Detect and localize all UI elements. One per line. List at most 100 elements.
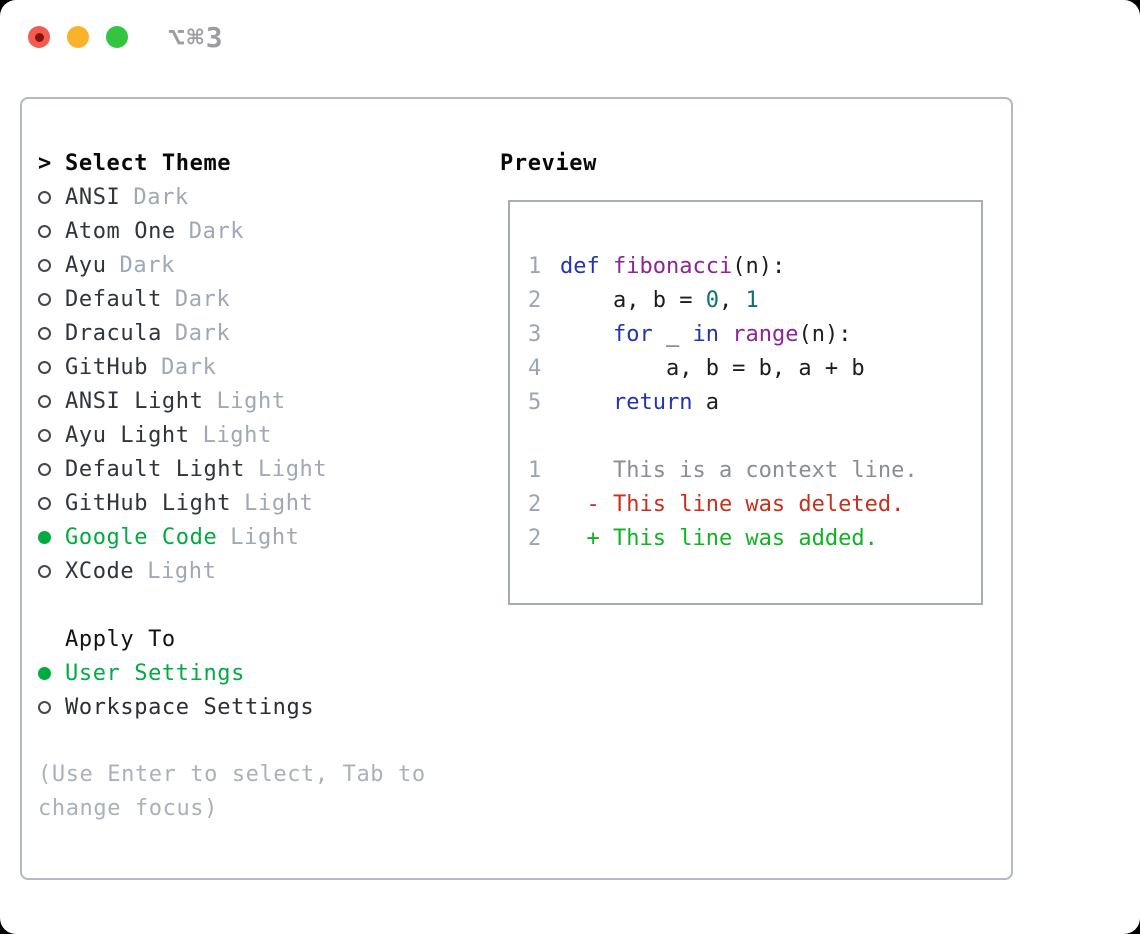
line-text: def fibonacci(n): (560, 254, 785, 279)
radio-circle (38, 292, 51, 306)
theme-variant: Light (258, 456, 328, 482)
theme-name: Google Code (65, 524, 218, 550)
line-number: 4 (528, 355, 542, 381)
theme-variant: Dark (133, 184, 189, 210)
apply-option-user-settings[interactable]: User Settings (38, 656, 488, 690)
line-number: 2 (528, 525, 542, 551)
focus-caret-icon: > (38, 150, 52, 176)
theme-option-dracula-dark[interactable]: Dracula Dark (38, 316, 488, 350)
code-line: 2 - This line was deleted. (528, 487, 981, 521)
radio-circle (38, 190, 51, 204)
theme-name: XCode (65, 558, 135, 584)
radio-circle (38, 496, 51, 510)
line-text: a, b = 0, 1 (560, 288, 759, 313)
window-shortcut-label: ⌥⌘3 (168, 21, 225, 54)
token-function: fibonacci (613, 253, 733, 279)
radio-unselected-icon (38, 224, 65, 238)
token-plain (600, 254, 613, 279)
token-plain: (n): (732, 253, 786, 279)
token-added: + This line was added. (560, 525, 878, 551)
radio-unselected-icon (38, 292, 65, 306)
preview-title: Preview (500, 150, 597, 176)
theme-name: GitHub Light (65, 490, 232, 516)
select-theme-title: Select Theme (65, 150, 232, 176)
radio-unselected-icon (38, 496, 65, 510)
radio-unselected-icon (38, 360, 65, 374)
token-literal: 0 (705, 287, 719, 313)
line-text: + This line was added. (560, 525, 878, 551)
theme-name: ANSI Light (65, 388, 204, 414)
line-text: for _ in range(n): (560, 322, 851, 347)
token-plain (560, 390, 613, 415)
code-line: 5 return a (528, 385, 981, 419)
theme-name: Ayu Light (65, 422, 190, 448)
token-plain (560, 322, 613, 347)
line-text: - This line was deleted. (560, 492, 904, 517)
line-number: 1 (528, 253, 542, 279)
apply-to-title: Apply To (65, 626, 176, 652)
line-number: 2 (528, 491, 542, 517)
theme-option-ansi-dark[interactable]: ANSI Dark (38, 180, 488, 214)
theme-variant: Light (216, 388, 286, 414)
token-keyword: for (612, 321, 653, 347)
theme-option-github-light-light[interactable]: GitHub Light Light (38, 486, 488, 520)
token-plain (719, 322, 732, 347)
close-button[interactable] (28, 26, 50, 48)
close-button-dot-icon (34, 32, 44, 42)
line-number: 5 (528, 389, 542, 415)
radio-unselected-icon (38, 428, 65, 442)
line-text: return a (560, 390, 719, 415)
theme-name: Default Light (65, 456, 245, 482)
code-line: 2 + This line was added. (528, 521, 981, 555)
token-plain: a (692, 389, 719, 415)
select-theme-title-row: > Select Theme (38, 146, 488, 180)
minimize-button[interactable] (67, 26, 89, 48)
radio-circle (38, 428, 51, 442)
apply-option-workspace-settings[interactable]: Workspace Settings (38, 690, 488, 724)
theme-variant: Light (244, 490, 314, 516)
radio-unselected-icon (38, 258, 65, 272)
theme-option-default-light-light[interactable]: Default Light Light (38, 452, 488, 486)
theme-variant: Dark (174, 286, 231, 312)
radio-circle (38, 530, 51, 544)
theme-name: Ayu (65, 252, 107, 278)
radio-unselected-icon (38, 190, 65, 204)
theme-name: ANSI (65, 184, 121, 210)
theme-variant: Dark (174, 320, 231, 346)
theme-variant: Dark (188, 218, 245, 244)
radio-circle (38, 394, 51, 408)
token-deleted: - This line was deleted. (560, 491, 905, 517)
radio-unselected-icon (38, 462, 65, 476)
theme-name: Dracula (65, 320, 162, 346)
theme-option-default-dark[interactable]: Default Dark (38, 282, 488, 316)
code-line (528, 419, 981, 453)
token-plain: a, b = b, a + b (560, 355, 865, 381)
theme-variant: Dark (161, 354, 217, 380)
radio-circle (38, 360, 51, 374)
code-line: 1 This is a context line. (528, 453, 981, 487)
maximize-button[interactable] (106, 26, 128, 48)
line-text: This is a context line. (560, 458, 918, 483)
theme-name: Default (65, 286, 162, 312)
token-plain: _ (652, 321, 693, 347)
code-line: 1 def fibonacci(n): (528, 249, 981, 283)
line-number: 2 (528, 287, 542, 313)
theme-option-ansi-light-light[interactable]: ANSI Light Light (38, 384, 488, 418)
line-number: 1 (528, 457, 542, 483)
apply-option-label: User Settings (65, 660, 245, 686)
apply-to-title-row: Apply To (38, 622, 488, 656)
token-plain: (n): (798, 321, 852, 347)
radio-unselected-icon (38, 394, 65, 408)
radio-circle (38, 326, 51, 340)
